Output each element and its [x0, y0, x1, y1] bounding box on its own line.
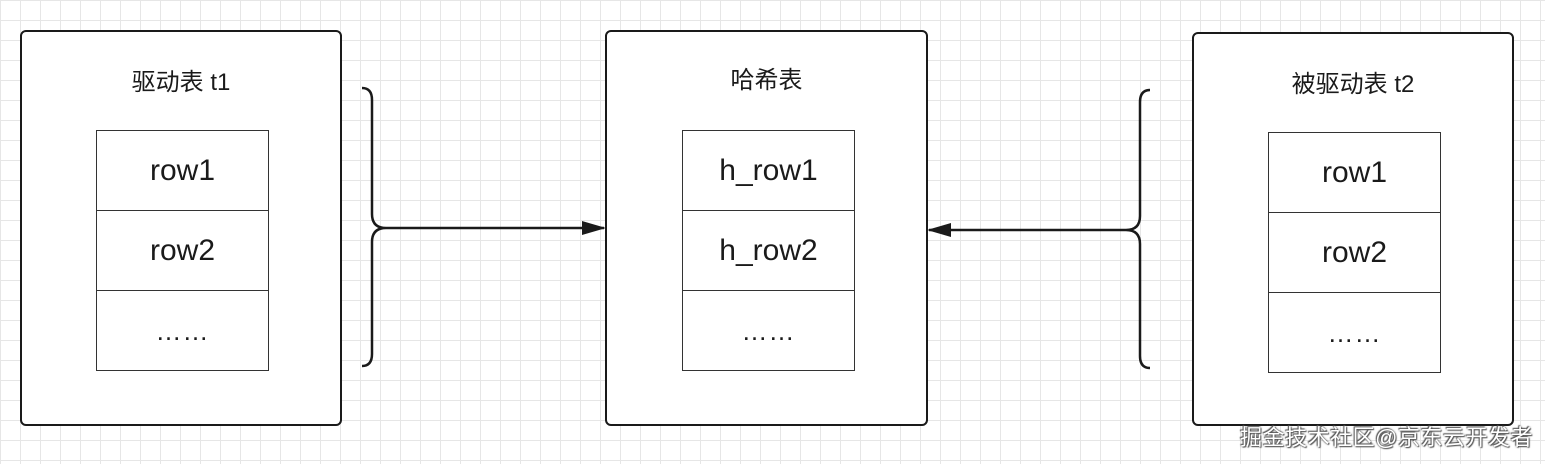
- left-brace: [361, 86, 387, 368]
- table-row: row1: [1269, 133, 1440, 213]
- table-row: h_row2: [683, 211, 854, 291]
- driving-table-title: 驱动表 t1: [131, 69, 231, 96]
- table-row: ……: [741, 315, 796, 346]
- right-brace: [1125, 88, 1151, 370]
- driven-table-title: 被驱动表 t2: [1291, 71, 1415, 98]
- watermark: 掘金技术社区@京东云开发者: [1240, 425, 1533, 450]
- table-row: ……: [1327, 317, 1382, 348]
- hash-table: 哈希表 h_row1 h_row2 ……: [605, 30, 928, 426]
- driving-table-t1: 驱动表 t1 row1 row2 ……: [20, 30, 342, 426]
- driven-table-rows: row1 row2 ……: [1268, 132, 1441, 373]
- table-row: row1: [97, 131, 268, 211]
- hash-table-title: 哈希表: [730, 67, 803, 94]
- table-row: h_row1: [683, 131, 854, 211]
- table-row: row2: [97, 211, 268, 291]
- driving-table-rows: row1 row2 ……: [96, 130, 269, 371]
- driven-table-t2: 被驱动表 t2 row1 row2 ……: [1192, 32, 1514, 426]
- table-row: row2: [1269, 213, 1440, 293]
- table-row: ……: [155, 315, 210, 346]
- hash-table-rows: h_row1 h_row2 ……: [682, 130, 855, 371]
